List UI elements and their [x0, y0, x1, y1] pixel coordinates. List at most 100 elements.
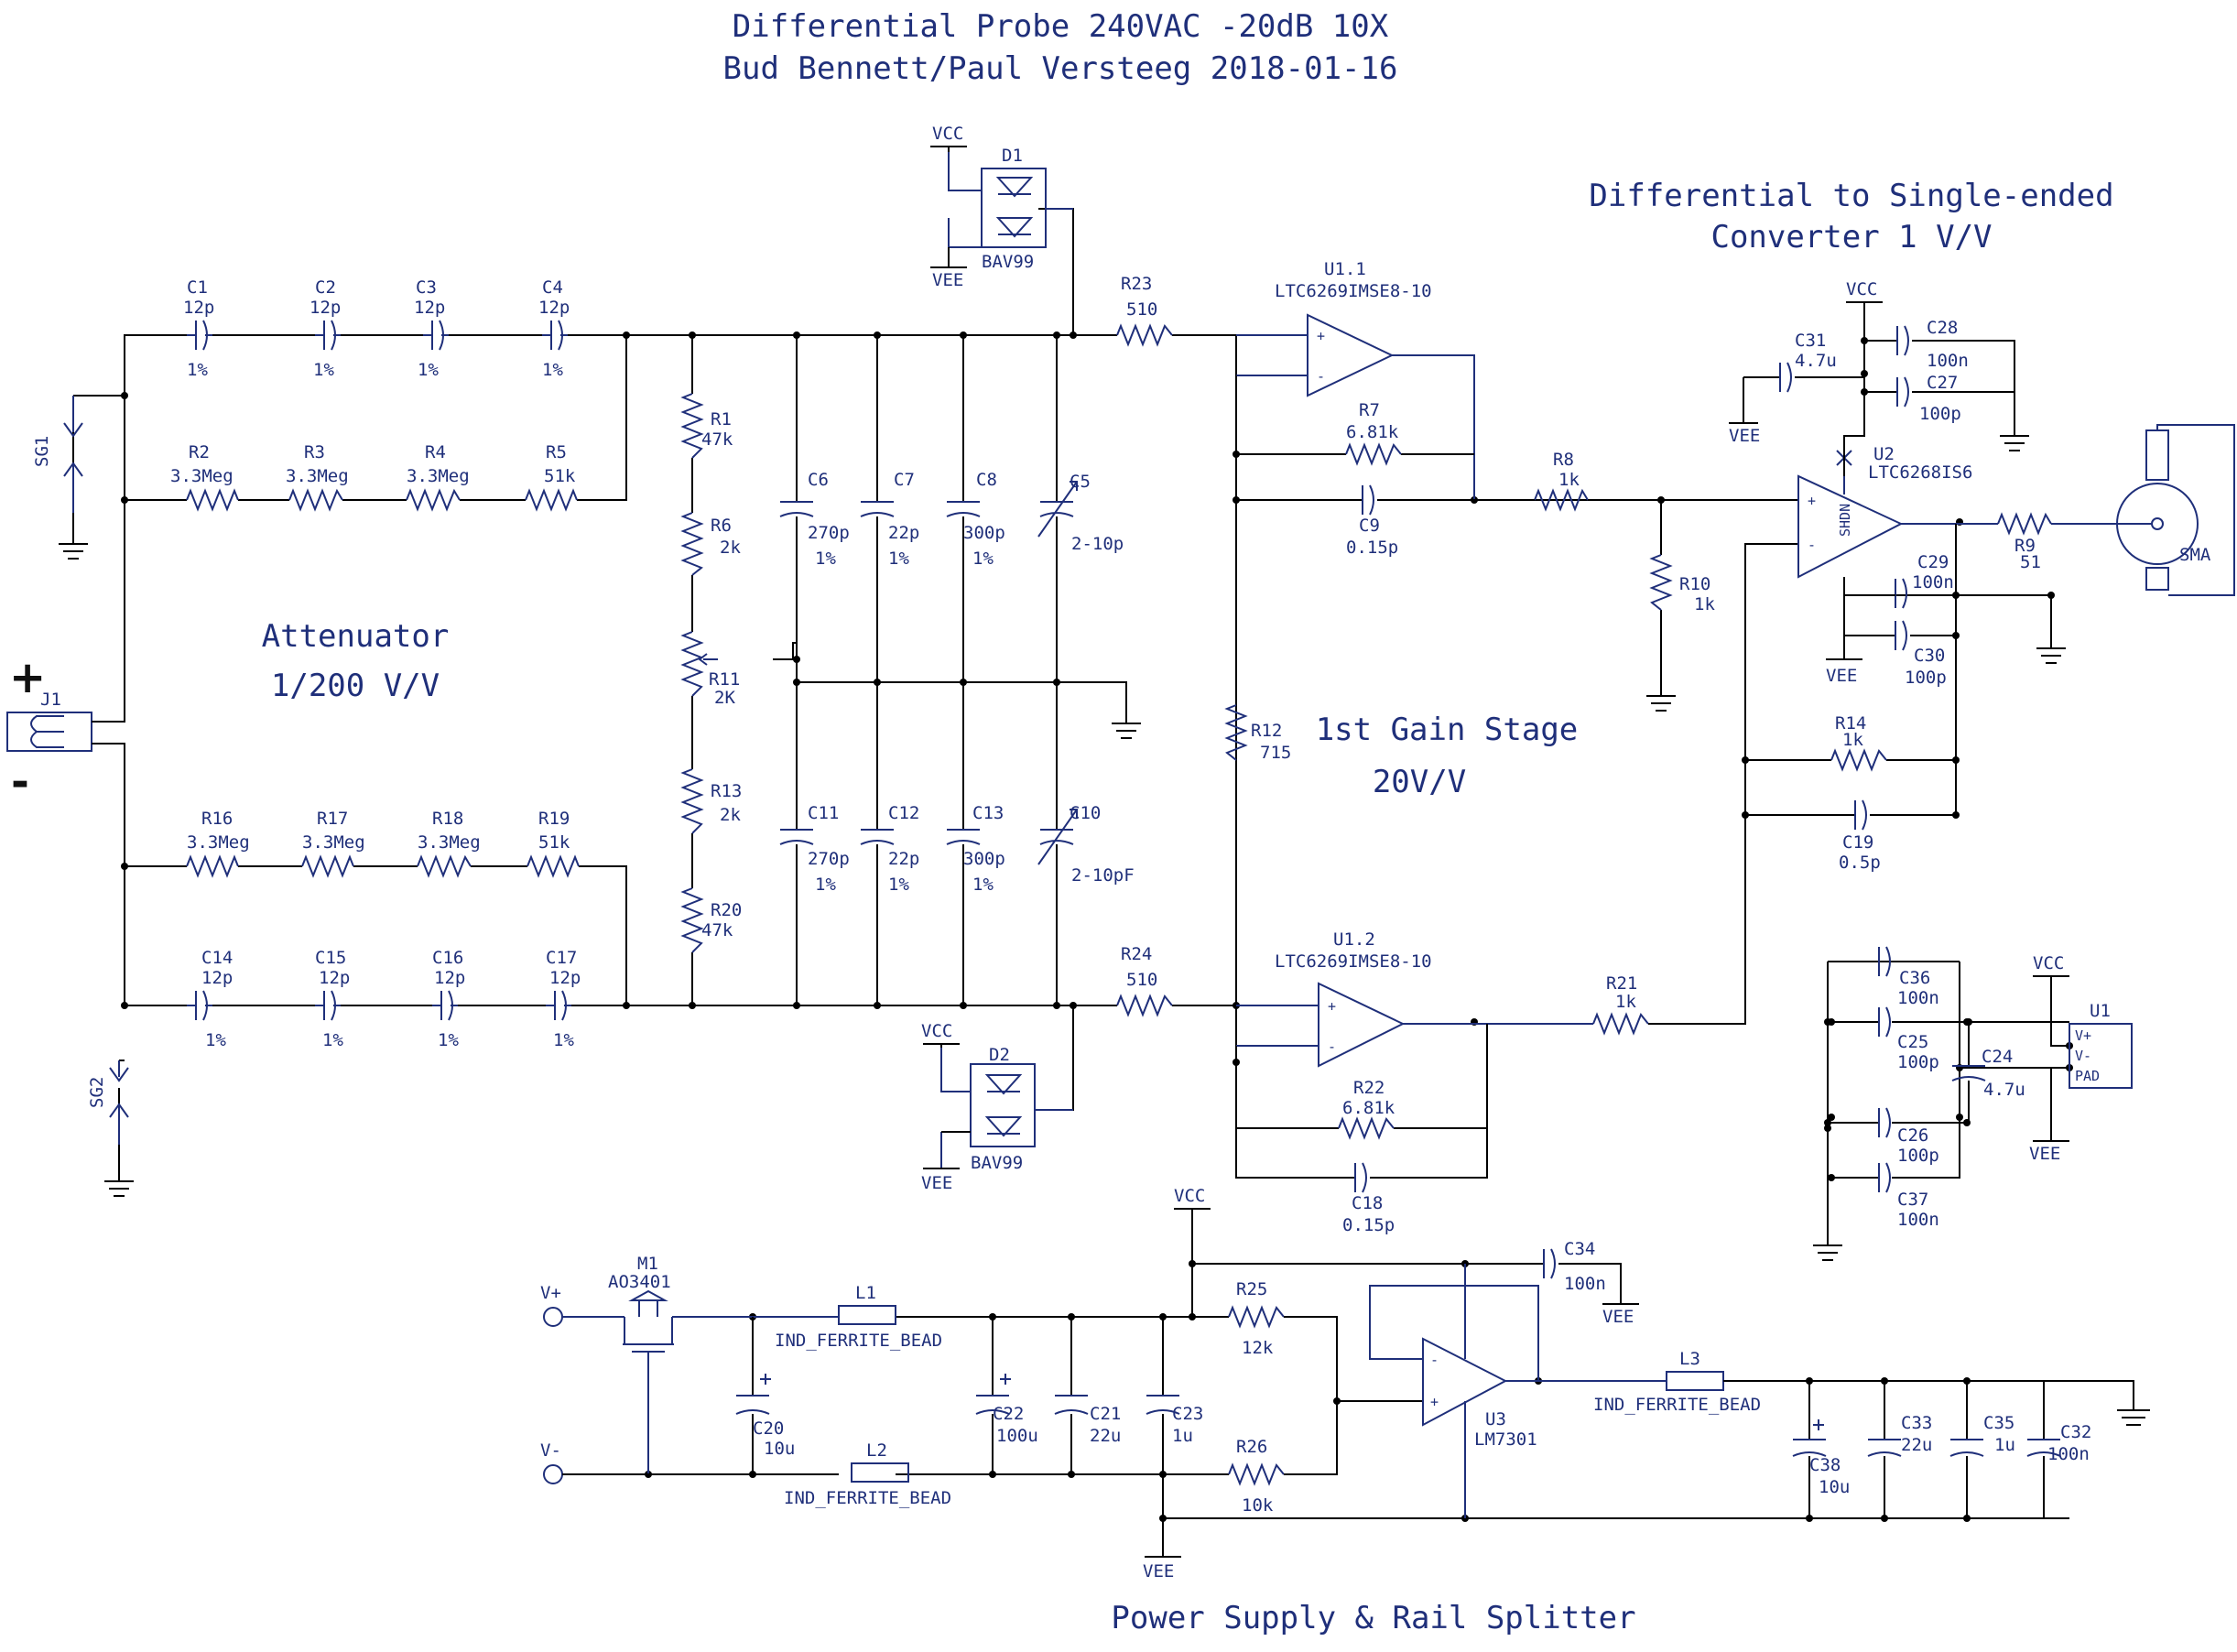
c18-value: 0.15p — [1342, 1215, 1395, 1235]
c36-ref: C36 — [1899, 968, 1930, 988]
resistor-r21[interactable] — [1592, 1012, 1649, 1036]
trimmer-capacitor-c10[interactable] — [1037, 809, 1078, 865]
ferrite-bead-l2[interactable] — [851, 1462, 909, 1483]
resistor-r2[interactable] — [186, 488, 239, 512]
ferrite-bead-l1[interactable] — [838, 1305, 896, 1325]
capacitor-c21[interactable] — [1054, 1395, 1089, 1415]
potentiometer-r11[interactable] — [680, 631, 718, 697]
d1-vcc-label: VCC — [932, 124, 963, 144]
capacitor-c35[interactable] — [1949, 1439, 1984, 1457]
capacitor-c3[interactable] — [423, 320, 449, 351]
capacitor-c1[interactable] — [187, 320, 212, 351]
capacitor-c23[interactable] — [1146, 1395, 1180, 1415]
input-connector-j1[interactable] — [6, 712, 92, 752]
capacitor-c16[interactable] — [432, 990, 458, 1021]
resistor-r19[interactable] — [527, 854, 580, 878]
capacitor-c7[interactable] — [860, 501, 895, 517]
m1-value: AO3401 — [608, 1272, 671, 1292]
capacitor-c18[interactable] — [1354, 1162, 1367, 1193]
resistor-r10[interactable] — [1649, 554, 1673, 611]
capacitor-c4[interactable] — [542, 320, 568, 351]
capacitor-c33[interactable] — [1867, 1439, 1902, 1457]
capacitor-c15[interactable] — [315, 990, 341, 1021]
resistor-r18[interactable] — [417, 854, 472, 878]
capacitor-c20[interactable] — [735, 1374, 771, 1415]
c4-value: 12p — [538, 298, 570, 318]
resistor-r26[interactable] — [1228, 1462, 1285, 1486]
resistor-r24[interactable] — [1116, 994, 1173, 1017]
resistor-r23[interactable] — [1116, 323, 1173, 347]
r10-ref: R10 — [1679, 574, 1710, 594]
capacitor-c8[interactable] — [946, 501, 981, 517]
capacitor-c31[interactable] — [1779, 362, 1792, 393]
ic-u1-supply-pins[interactable] — [2069, 1023, 2133, 1089]
resistor-r12[interactable] — [1224, 704, 1248, 761]
ferrite-bead-l3[interactable] — [1666, 1371, 1724, 1391]
r9-value: 51 — [2020, 552, 2041, 572]
resistor-r16[interactable] — [186, 854, 239, 878]
capacitor-c34[interactable] — [1543, 1248, 1556, 1279]
r21-value: 1k — [1615, 992, 1636, 1012]
c16-value: 12p — [434, 968, 465, 988]
capacitor-c36[interactable] — [1878, 946, 1891, 977]
mosfet-m1[interactable] — [562, 1289, 839, 1474]
capacitor-c2[interactable] — [315, 320, 341, 351]
resistor-r25[interactable] — [1228, 1305, 1285, 1329]
capacitor-c17[interactable] — [546, 990, 571, 1021]
capacitor-c22[interactable] — [975, 1374, 1011, 1415]
capacitor-c24[interactable] — [1951, 1065, 1986, 1081]
capacitor-c28[interactable] — [1896, 325, 1909, 356]
capacitor-c29[interactable] — [1895, 578, 1907, 609]
r19-value: 51k — [538, 832, 570, 853]
capacitor-c14[interactable] — [187, 990, 212, 1021]
opamp-u3[interactable] — [1369, 1264, 1667, 1518]
c6-value: 270p — [808, 523, 850, 543]
resistor-r4[interactable] — [406, 488, 461, 512]
resistor-r17[interactable] — [301, 854, 354, 878]
spark-gap-sg1[interactable] — [63, 396, 83, 513]
capacitor-c27[interactable] — [1896, 376, 1909, 408]
diode-d2[interactable] — [940, 1048, 1073, 1168]
c22-ref: C22 — [993, 1404, 1024, 1424]
capacitor-c11[interactable] — [779, 829, 814, 845]
opamp-u1-1[interactable] — [1236, 313, 1475, 500]
resistor-r1[interactable] — [680, 393, 704, 459]
u2-vcc-label: VCC — [1846, 279, 1877, 299]
c22-value: 100u — [996, 1426, 1038, 1446]
resistor-r3[interactable] — [288, 488, 343, 512]
c28-value: 100n — [1927, 351, 1969, 371]
r10-value: 1k — [1694, 594, 1715, 614]
sma-connector[interactable] — [2051, 424, 2235, 596]
capacitor-c38[interactable] — [1792, 1419, 1827, 1457]
resistor-r8[interactable] — [1534, 488, 1589, 512]
resistor-r20[interactable] — [680, 887, 704, 953]
spark-gap-sg2[interactable] — [109, 1060, 129, 1145]
gain-stage-value: 20V/V — [1373, 764, 1466, 800]
diode-d1[interactable] — [948, 152, 1073, 248]
c34-vee-wire — [1558, 1263, 1639, 1305]
resistor-r6[interactable] — [680, 512, 704, 576]
opamp-u2[interactable] — [1797, 450, 1998, 579]
opamp-u1-2[interactable] — [1236, 982, 1593, 1068]
input-terminal-vplus[interactable] — [543, 1307, 563, 1327]
capacitor-c30[interactable] — [1895, 620, 1907, 651]
u2-vee-label: VEE — [1826, 666, 1857, 686]
trimmer-capacitor-c5[interactable] — [1037, 481, 1078, 538]
resistor-r5[interactable] — [525, 488, 578, 512]
input-plus-sign: + — [9, 652, 46, 703]
capacitor-c12[interactable] — [860, 829, 895, 845]
resistor-r13[interactable] — [680, 768, 704, 834]
capacitor-c19[interactable] — [1854, 799, 1867, 831]
capacitor-c37[interactable] — [1878, 1162, 1891, 1193]
capacitor-c26[interactable] — [1878, 1107, 1891, 1138]
resistor-r7[interactable] — [1345, 442, 1402, 466]
resistor-r9[interactable] — [1997, 512, 2052, 536]
capacitor-c13[interactable] — [946, 829, 981, 845]
input-terminal-vminus[interactable] — [543, 1464, 563, 1484]
capacitor-c32[interactable] — [2026, 1439, 2061, 1457]
capacitor-c6[interactable] — [779, 501, 814, 517]
resistor-r22[interactable] — [1338, 1116, 1395, 1140]
capacitor-c9[interactable] — [1362, 484, 1374, 516]
capacitor-c25[interactable] — [1878, 1006, 1891, 1038]
resistor-r14[interactable] — [1830, 748, 1887, 772]
